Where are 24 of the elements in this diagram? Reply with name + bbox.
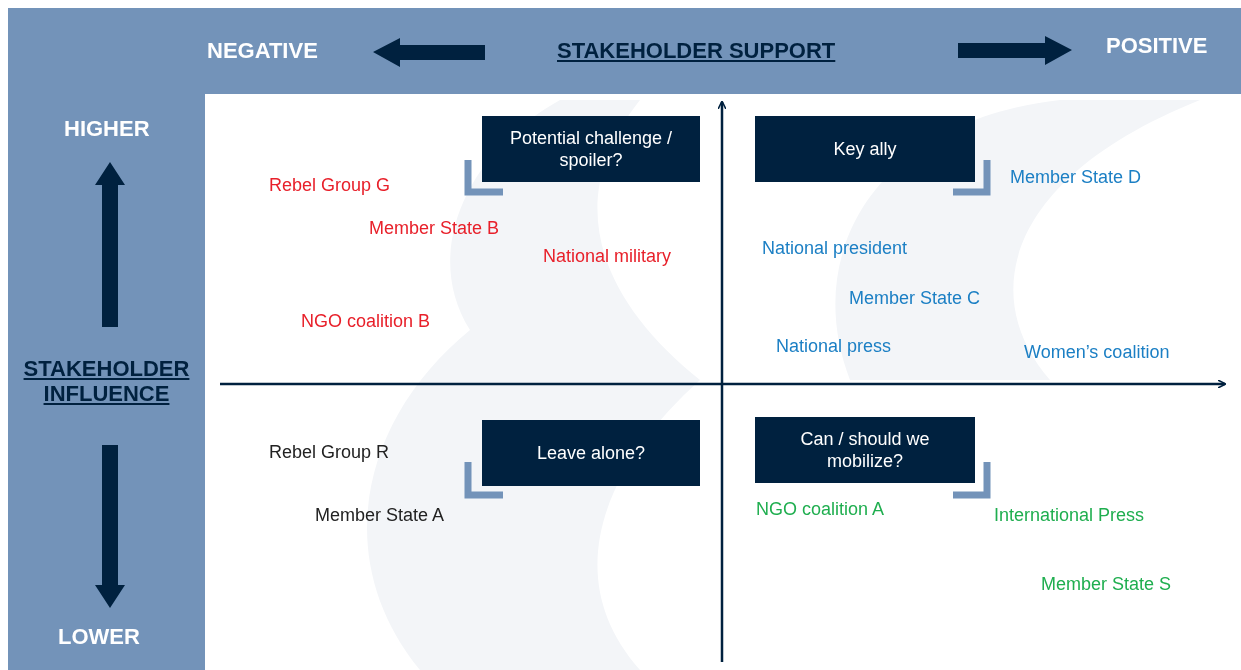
- stakeholder-label: Member State C: [849, 288, 981, 309]
- quadrant-box: Leave alone?: [482, 420, 700, 486]
- stakeholder-label: NGO coalition A: [756, 499, 885, 520]
- stakeholder-label: National military: [543, 246, 672, 267]
- stakeholder-label: Rebel Group R: [269, 442, 390, 463]
- quadrant-box: Key ally: [755, 116, 975, 182]
- axis-label: NEGATIVE: [207, 38, 318, 64]
- stakeholder-label: NGO coalition B: [301, 311, 431, 332]
- stakeholder-label: Member State A: [315, 505, 445, 526]
- axis-label: LOWER: [58, 624, 140, 650]
- stakeholder-label: National press: [776, 336, 892, 357]
- stakeholder-label: Member State D: [1010, 167, 1142, 188]
- axis-title: STAKEHOLDER INFLUENCE: [22, 356, 191, 407]
- axis-label: HIGHER: [64, 116, 150, 142]
- stakeholder-label: International Press: [994, 505, 1145, 526]
- axis-label: POSITIVE: [1106, 33, 1208, 59]
- axis-title: STAKEHOLDER SUPPORT: [557, 38, 836, 64]
- stakeholder-label: National president: [762, 238, 908, 259]
- quadrant-box: Potential challenge / spoiler?: [482, 116, 700, 182]
- stakeholder-label: Women’s coalition: [1024, 342, 1170, 363]
- stakeholder-label: Member State S: [1041, 574, 1172, 595]
- stakeholder-label: Rebel Group G: [269, 175, 391, 196]
- stakeholder-label: Member State B: [369, 218, 500, 239]
- quadrant-box: Can / should we mobilize?: [755, 417, 975, 483]
